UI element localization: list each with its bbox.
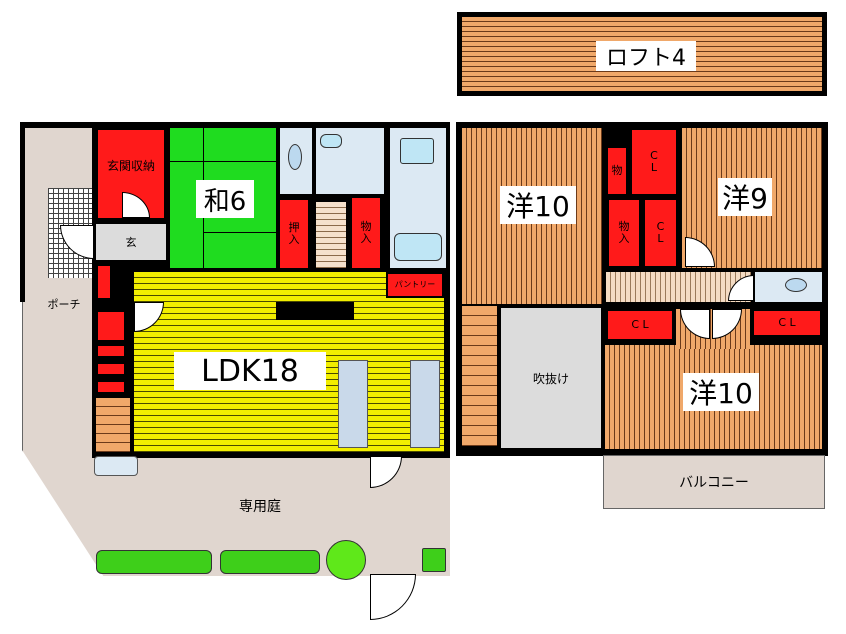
pantry: パントリー (386, 272, 444, 298)
room-western-10-south: 洋10 (605, 345, 822, 449)
sink-icon (320, 134, 342, 148)
kitchen-counter (338, 360, 368, 448)
west-wall (20, 122, 96, 128)
storage-strip (96, 264, 112, 300)
ac-outdoor-unit (94, 456, 138, 476)
door[interactable] (685, 237, 715, 267)
room-label: 和6 (196, 180, 254, 218)
stairs-ground (316, 202, 346, 268)
room-label: 洋10 (500, 186, 576, 224)
closet-3: C L (606, 309, 674, 341)
oshiire: 押 入 (278, 198, 310, 270)
garden-label: 専用庭 (239, 499, 281, 515)
stairs-ground-left (96, 398, 130, 452)
storage-strip (96, 310, 126, 342)
stairs-upper (462, 306, 497, 446)
toilet-icon (288, 144, 302, 170)
room-ldk-18: LDK18 (134, 272, 444, 452)
loft-room: ロフト4 (457, 12, 827, 96)
room-label: LDK18 (174, 352, 326, 390)
porch-label: ポーチ (47, 298, 81, 311)
closet-1: C L (630, 128, 678, 196)
washroom (316, 128, 384, 194)
storage-strip (96, 362, 126, 376)
gate-door[interactable] (370, 574, 416, 620)
kitchen-counter-island (276, 302, 354, 320)
upper-toilet (755, 272, 822, 302)
porch: ポーチ (25, 128, 92, 318)
closet-4: C L (752, 309, 822, 337)
room-label: 洋10 (683, 373, 759, 411)
storage-small: 物 (606, 146, 628, 196)
bathroom (390, 128, 446, 268)
bathtub-icon (394, 233, 442, 261)
ground-toilet (280, 128, 312, 194)
hedge (422, 548, 446, 572)
mono-ire: 物 入 (350, 196, 382, 270)
storage-strip (96, 380, 126, 394)
entrance-label: 玄 (125, 236, 137, 249)
entrance-storage: 玄関収納 (96, 128, 166, 220)
hedge (96, 550, 212, 574)
shower-icon (400, 138, 434, 164)
room-void: 吹抜け (501, 308, 601, 448)
door[interactable] (122, 192, 150, 218)
loft-label: ロフト4 (596, 41, 696, 71)
stove-counter (410, 360, 440, 448)
tree (326, 540, 366, 580)
balcony-label: バルコニー (679, 475, 749, 491)
room-label: 吹抜け (532, 371, 569, 386)
west-wall-left (20, 122, 25, 302)
room-label: 洋9 (718, 178, 772, 216)
entrance: 玄 (96, 224, 166, 260)
hedge (220, 550, 320, 574)
closet-2: C L (643, 198, 678, 268)
storage-in: 物 入 (607, 198, 641, 268)
room-japanese-6: 和6 (170, 128, 276, 268)
storage-strip (96, 344, 126, 358)
upper-hallway (606, 272, 751, 302)
toilet-icon (785, 278, 807, 292)
balcony: バルコニー (603, 455, 825, 509)
room-western-10-north: 洋10 (462, 128, 602, 304)
